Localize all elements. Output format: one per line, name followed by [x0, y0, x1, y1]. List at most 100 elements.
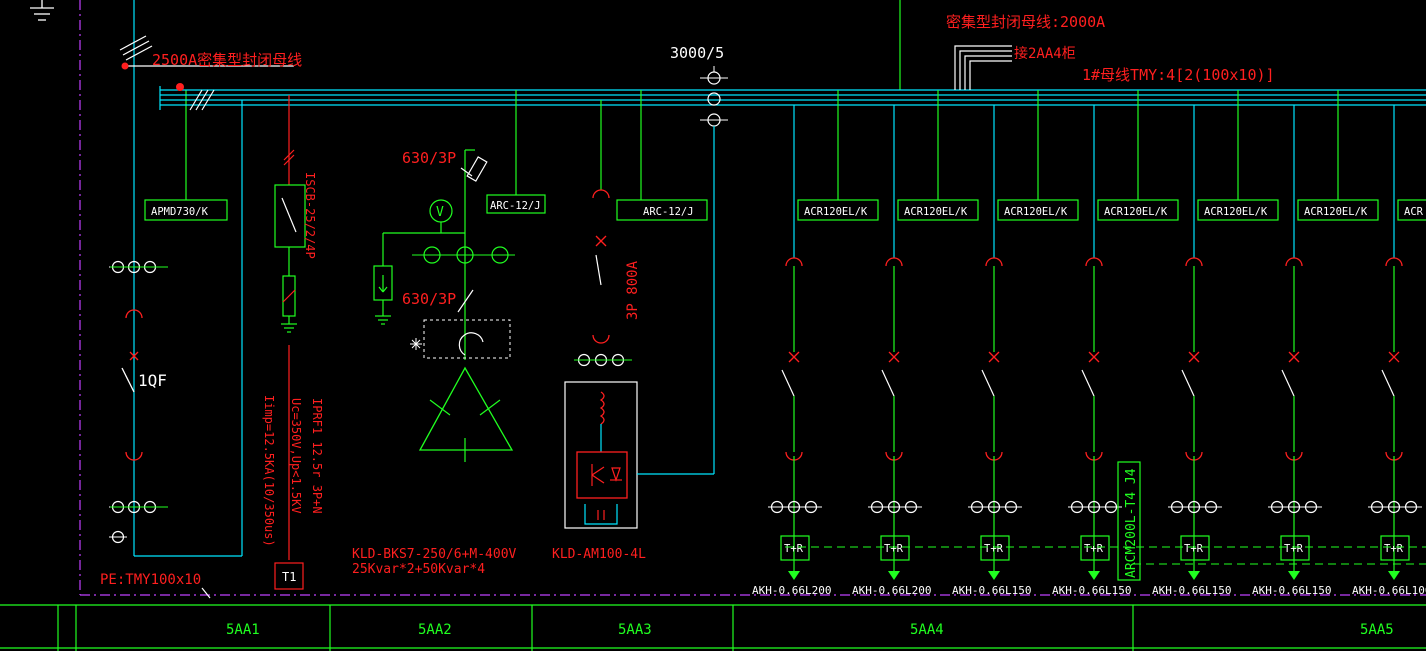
feeder-tr-label: T+R — [1184, 543, 1204, 555]
panel-5aa4: 5AA4 — [910, 622, 944, 638]
feeder-meter-box — [997, 199, 1079, 221]
feeder-meter-box — [1397, 199, 1426, 221]
feeder-tr-label: T+R — [984, 543, 1004, 555]
cap-breaker-mid-label: 630/3P — [402, 290, 456, 308]
feeder-meter-box — [797, 199, 879, 221]
capacitor-fuse-icon — [466, 156, 488, 182]
feeder-ct-group — [868, 500, 922, 514]
feeder-meter-label: ACR120EL/K — [1204, 206, 1268, 218]
panel-5aa3: 5AA3 — [618, 622, 652, 638]
feeder-tr-box — [1280, 535, 1310, 561]
vertical-device-label: ARCM200L-T4 J4 — [1124, 468, 1139, 578]
feeder-3: ACR120EL/K T+R AKH-0.66L150 — [952, 90, 1079, 597]
feeder-cable-label: AKH-0.66L150 — [1152, 584, 1231, 597]
capacitor-meter-label: ARC-12/J — [490, 200, 541, 212]
feeder-tr-label: T+R — [1284, 543, 1304, 555]
panel-5aa2: 5AA2 — [418, 622, 452, 638]
connect-to-label: 接2AA4柜 — [1014, 45, 1076, 62]
feeder-4: ACR120EL/K T+R AKH-0.66L150 — [1052, 90, 1179, 597]
spd-breaker-label: ISCB-25/2/4P — [303, 172, 317, 259]
feeder-ct-group — [768, 500, 822, 514]
feeder-6: ACR120EL/K T+R AKH-0.66L150 — [1252, 90, 1379, 597]
main-breaker-label: 1QF — [138, 371, 167, 390]
feeder-meter-box — [1197, 199, 1279, 221]
main-bus-label: 1#母线TMY:4[2(100x10)] — [1082, 66, 1275, 84]
incoming-section: 2500A密集型封闭母线 APMD730/K 1QF PE:TMY100x10 — [100, 0, 302, 599]
feeder-tr-label: T+R — [1084, 543, 1104, 555]
feeder-ct-group — [1268, 500, 1322, 514]
filter-reactor-icon — [599, 391, 605, 425]
capacitor-model: KLD-BKS7-250/6+M-400V — [352, 547, 517, 562]
spd-spec-1: IPRF1 12.5r 3P+N — [310, 398, 324, 514]
busway-incoming-label: 2500A密集型封闭母线 — [152, 51, 302, 69]
main-breaker-1qf — [125, 309, 143, 461]
filter-meter-box — [616, 199, 708, 221]
feeder-arrow-icon — [1388, 571, 1400, 580]
feeder-arrow-icon — [988, 571, 1000, 580]
feeder-meter-label: ACR120EL/K — [1004, 206, 1068, 218]
filter-ct-group — [574, 353, 632, 367]
spd-section: T1 — [274, 95, 306, 590]
incoming-ct-group-bottom — [108, 500, 168, 544]
incoming-meter-box — [144, 199, 228, 221]
filter-breaker-label: 3P 800A — [625, 260, 641, 320]
ct-ratio-label: 3000/5 — [670, 44, 724, 62]
ground-icon — [30, 0, 54, 21]
feeder-cable-label: AKH-0.66L200 — [752, 584, 831, 597]
feeder-tr-box — [1180, 535, 1210, 561]
feeder-meter-label: ACR — [1404, 206, 1424, 218]
incoming-meter-label: APMD730/K — [151, 206, 209, 218]
filter-meter-label: ARC-12/J — [643, 206, 694, 218]
capacitor-section: ARC-12/J 630/3P V 630/3P K — [352, 90, 546, 577]
outgoing-busway — [954, 45, 1012, 90]
feeder-tr-label: T+R — [1384, 543, 1404, 555]
feeder-arrow-icon — [888, 571, 900, 580]
spd-t1-label: T1 — [282, 570, 296, 584]
capacitor-ct-group — [412, 246, 515, 264]
cap-breaker-top-label: 630/3P — [402, 149, 456, 167]
feeder-ct-group — [1368, 500, 1422, 514]
feeder-1: ACR120EL/K T+R AKH-0.66L200 — [752, 90, 879, 597]
feeder-tr-box — [880, 535, 910, 561]
spd-spec-3: Iimp=12.5KA(10/350us) — [262, 395, 276, 547]
feeder-ct-group — [1068, 500, 1122, 514]
feeder-tr-box — [980, 535, 1010, 561]
feeder-meter-label: ACR120EL/K — [1104, 206, 1168, 218]
panel-5aa1: 5AA1 — [226, 622, 260, 638]
busway-outgoing-label: 密集型封闭母线:2000A — [946, 13, 1105, 31]
feeder-cable-label: AKH-0.66L150 — [1252, 584, 1331, 597]
filter-section: ARC-12/J 3P 800A KLD-AM100-4L — [552, 90, 715, 562]
filter-unit-box — [564, 381, 638, 529]
feeder-5: ACR120EL/K T+R AKH-0.66L150 — [1152, 90, 1279, 597]
spd-spec-2: Uc=350V,Up<1.5KV — [289, 398, 303, 514]
feeder-cable-label: AKH-0.66L150 — [1052, 584, 1131, 597]
spd-breaker-box — [274, 184, 306, 248]
feeder-meter-box — [897, 199, 979, 221]
panel-5aa5: 5AA5 — [1360, 622, 1394, 638]
main-busbar — [159, 86, 1426, 110]
capacitor-spec: 25Kvar*2+50Kvar*4 — [352, 562, 485, 577]
feeder-arrow-icon — [1088, 571, 1100, 580]
feeder-tr-label: T+R — [784, 543, 804, 555]
igbt-module-icon — [576, 451, 628, 499]
feeder-meter-label: ACR120EL/K — [804, 206, 868, 218]
feeder-cable-label: AKH-0.66L150 — [952, 584, 1031, 597]
feeder-group: ACR120EL/K T+R AKH-0.66L200 ACR120EL/K T+R AK… — [752, 90, 1426, 597]
feeder-tr-box — [1080, 535, 1110, 561]
filter-model: KLD-AM100-4L — [552, 547, 646, 562]
feeder-ct-group — [1168, 500, 1222, 514]
feeder-meter-label: ACR120EL/K — [1304, 206, 1368, 218]
feeder-arrow-icon — [1188, 571, 1200, 580]
incoming-ct-group-top — [108, 260, 168, 274]
feeder-tr-box — [1380, 535, 1410, 561]
busway-terminal-dot — [121, 62, 129, 70]
spd-t1-box — [274, 562, 304, 590]
feeder-cable-label: AKH-0.66L200 — [852, 584, 931, 597]
feeder-meter-box — [1297, 199, 1379, 221]
vertical-device-box — [1117, 461, 1141, 581]
feeder-meter-box — [1097, 199, 1179, 221]
